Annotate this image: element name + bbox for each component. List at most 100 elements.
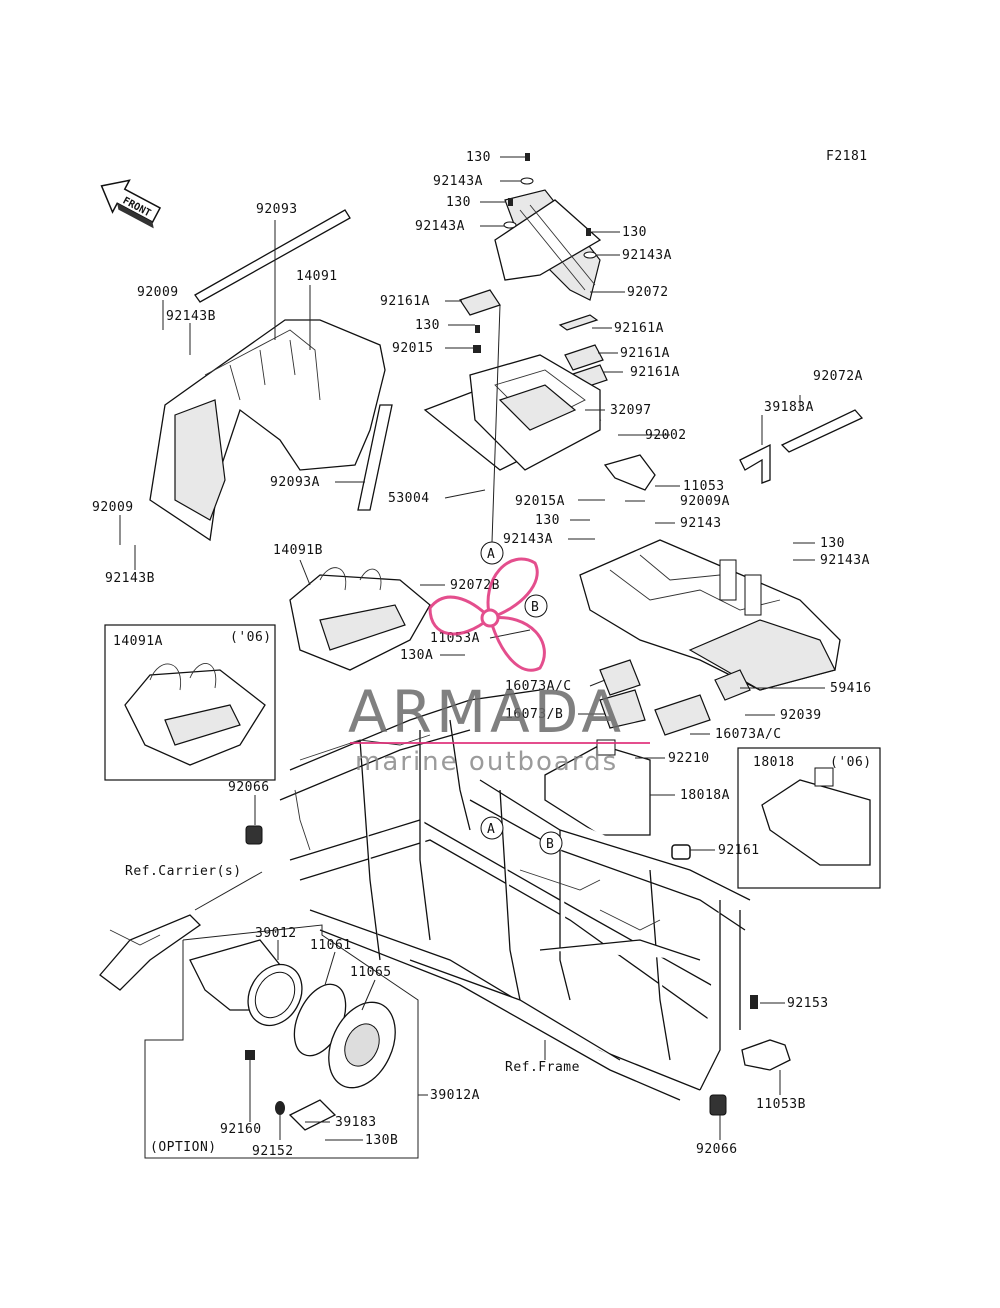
label-130-2: 130 bbox=[446, 195, 471, 210]
front-arrow-icon: FRONT bbox=[100, 179, 162, 229]
callout-B-2: B bbox=[539, 831, 563, 855]
label-92153: 92153 bbox=[787, 996, 829, 1011]
rack-bracket-92072 bbox=[494, 189, 602, 301]
label-92093: 92093 bbox=[256, 202, 298, 217]
label-92143A-3: 92143A bbox=[622, 248, 672, 263]
label-92143: 92143 bbox=[680, 516, 722, 531]
diagram-code: F2181 bbox=[826, 149, 868, 164]
bracket-39183 bbox=[288, 1099, 337, 1131]
label-92015: 92015 bbox=[392, 341, 434, 356]
label-92009-2: 92009 bbox=[92, 500, 134, 515]
leader-lines bbox=[119, 156, 825, 1141]
propeller-logo-icon bbox=[428, 557, 546, 672]
label-92210: 92210 bbox=[668, 751, 710, 766]
label-92093A: 92093A bbox=[270, 475, 320, 490]
watermark-rule bbox=[350, 742, 650, 744]
label-92072B: 92072B bbox=[450, 578, 500, 593]
label-92066-1: 92066 bbox=[228, 780, 270, 795]
label-53004: 53004 bbox=[388, 491, 430, 506]
main-frame bbox=[279, 689, 751, 1101]
label-11053: 11053 bbox=[683, 479, 725, 494]
carrier-ref bbox=[99, 914, 202, 991]
label-130-6: 130 bbox=[820, 536, 845, 551]
plate-18018 bbox=[761, 767, 871, 866]
grommet-92161 bbox=[671, 844, 691, 860]
label-92039: 92039 bbox=[780, 708, 822, 723]
pads-92161A bbox=[459, 289, 608, 391]
svg-text:B: B bbox=[546, 837, 554, 852]
label-39012: 39012 bbox=[255, 926, 297, 941]
svg-text:A: A bbox=[487, 547, 495, 562]
label-92015A: 92015A bbox=[515, 494, 565, 509]
front-fender-14091 bbox=[149, 319, 386, 542]
strip-92093A bbox=[357, 404, 393, 511]
battery-case-32097 bbox=[423, 325, 602, 471]
watermark-brand: ARMADA bbox=[348, 678, 625, 746]
label-59416: 59416 bbox=[830, 681, 872, 696]
winch-drum-39012 bbox=[189, 939, 303, 1027]
label-14091: 14091 bbox=[296, 269, 338, 284]
label-18018A: 18018A bbox=[680, 788, 730, 803]
label-92143A-4: 92143A bbox=[503, 532, 553, 547]
label-92152: 92152 bbox=[252, 1144, 294, 1159]
label-ref-frame: Ref.Frame bbox=[505, 1060, 580, 1075]
pad-16073-B bbox=[599, 689, 646, 729]
label-130-3: 130 bbox=[622, 225, 647, 240]
label-ref-carrier: Ref.Carrier(s) bbox=[125, 864, 242, 879]
guard-14091A bbox=[124, 663, 266, 766]
label-92143A-1: 92143A bbox=[433, 174, 483, 189]
bracket-39183A bbox=[739, 443, 771, 484]
label-130B: 130B bbox=[365, 1133, 398, 1148]
label-39012A: 39012A bbox=[430, 1088, 480, 1103]
label-92072: 92072 bbox=[627, 285, 669, 300]
label-92160: 92160 bbox=[220, 1122, 262, 1137]
strip-92093 bbox=[194, 209, 351, 303]
option-bracket bbox=[144, 924, 419, 1159]
label-06-1: ('06) bbox=[230, 630, 272, 645]
label-92066-2: 92066 bbox=[696, 1142, 738, 1157]
label-16073B: 16073/B bbox=[505, 707, 563, 722]
svg-text:B: B bbox=[531, 600, 539, 615]
pad-16073A-C-3 bbox=[714, 669, 751, 701]
label-39183: 39183 bbox=[335, 1115, 377, 1130]
pad-16073A-C-2 bbox=[654, 694, 711, 736]
label-16073AC-2: 16073A/C bbox=[715, 727, 782, 742]
svg-text:A: A bbox=[487, 822, 495, 837]
label-92143A-2: 92143A bbox=[415, 219, 465, 234]
cover-11065 bbox=[328, 1001, 396, 1089]
watermark-tagline: marine outboards bbox=[355, 747, 618, 777]
label-11061: 11061 bbox=[310, 938, 352, 953]
label-14091A: 14091A bbox=[113, 634, 163, 649]
label-11065: 11065 bbox=[350, 965, 392, 980]
grommet-92066-1 bbox=[245, 825, 263, 845]
bolt-92160 bbox=[245, 1050, 255, 1060]
label-130-1: 130 bbox=[466, 150, 491, 165]
label-11053A: 11053A bbox=[430, 631, 480, 646]
watermark: ARMADA marine outboards bbox=[348, 557, 650, 777]
inset-18018 bbox=[737, 747, 881, 889]
label-92161: 92161 bbox=[718, 843, 760, 858]
bolt-92153 bbox=[750, 995, 758, 1009]
label-39183A: 39183A bbox=[764, 400, 814, 415]
rear-tray-59416 bbox=[579, 539, 841, 691]
label-92009A: 92009A bbox=[680, 494, 730, 509]
callout-A-1: A bbox=[480, 541, 504, 565]
label-16073AC-1: 16073A/C bbox=[505, 679, 572, 694]
label-18018: 18018 bbox=[753, 755, 795, 770]
label-130-4: 130 bbox=[415, 318, 440, 333]
callout-B-1: B bbox=[524, 594, 548, 618]
label-06-2: ('06) bbox=[830, 755, 872, 770]
bracket-11053 bbox=[603, 454, 656, 491]
inset-14091A bbox=[104, 624, 276, 781]
label-11053B: 11053B bbox=[756, 1097, 806, 1112]
label-92002: 92002 bbox=[645, 428, 687, 443]
label-92143A-5: 92143A bbox=[820, 553, 870, 568]
label-92161A-2: 92161A bbox=[614, 321, 664, 336]
bolt-92152 bbox=[275, 1101, 285, 1115]
pad-16073A-C-1 bbox=[599, 659, 641, 696]
label-130A: 130A bbox=[400, 648, 433, 663]
label-92143B-1: 92143B bbox=[166, 309, 216, 324]
label-92009-1: 92009 bbox=[137, 285, 179, 300]
callout-A-2: A bbox=[480, 816, 504, 840]
